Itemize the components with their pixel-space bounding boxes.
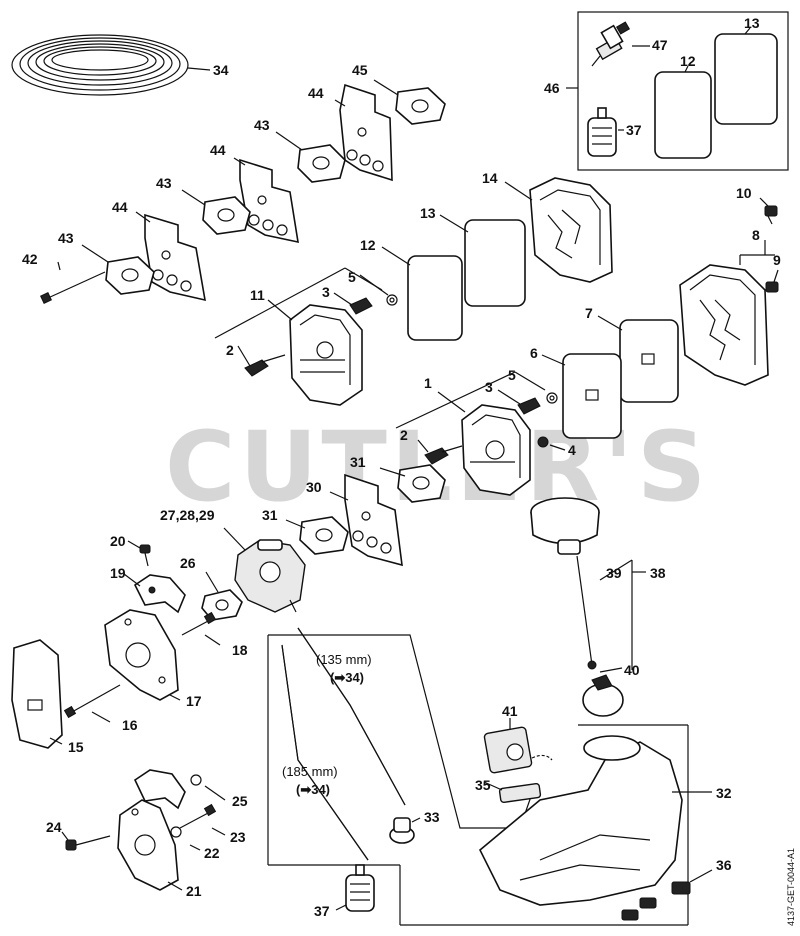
- callout-20: 20: [110, 533, 126, 549]
- hose-lower-ref: (➡34): [296, 782, 330, 797]
- watermark-text: CUTLER'S: [165, 411, 710, 523]
- callout-27-28-29: 27,28,29: [160, 507, 215, 523]
- carburetor-gaskets: [285, 464, 446, 567]
- callout-35: 35: [475, 777, 491, 793]
- callout-23: 23: [230, 829, 246, 845]
- callout-44-mid: 44: [210, 142, 226, 158]
- filter-housing: [504, 177, 613, 283]
- intake-manifold-parts: [11, 540, 221, 749]
- callout-31-top: 31: [350, 454, 366, 470]
- callout-43-low: 43: [58, 230, 74, 246]
- callout-16: 16: [122, 717, 138, 733]
- callout-46: 46: [544, 80, 560, 96]
- fuel-tank: [479, 718, 713, 921]
- air-filter-pad-kit-small: [654, 71, 712, 159]
- fuel-line-coil: [11, 34, 211, 96]
- callout-47: 47: [652, 37, 668, 53]
- callout-2-low: 2: [400, 427, 408, 443]
- callout-24: 24: [46, 819, 62, 835]
- callout-17: 17: [186, 693, 202, 709]
- callout-25: 25: [232, 793, 248, 809]
- service-kit-box: [566, 11, 789, 171]
- callout-22: 22: [204, 845, 220, 861]
- callout-45: 45: [352, 62, 368, 78]
- air-filter-pad-large: [464, 219, 526, 307]
- callout-21: 21: [186, 883, 202, 899]
- callout-37-kit: 37: [626, 122, 642, 138]
- callout-15: 15: [68, 739, 84, 755]
- callout-5-top: 5: [348, 269, 356, 285]
- callout-19: 19: [110, 565, 126, 581]
- carburetor-box-upper: [214, 267, 398, 406]
- callout-13-kit: 13: [744, 15, 760, 31]
- fuel-filter-kit: [587, 107, 617, 157]
- callout-33: 33: [424, 809, 440, 825]
- callout-38: 38: [650, 565, 666, 581]
- air-filter-pad-small: [407, 255, 463, 341]
- callout-32: 32: [716, 785, 732, 801]
- drawing-code: 4137-GET-0044-A1: [786, 848, 796, 926]
- callout-41: 41: [502, 703, 518, 719]
- callout-12-kit: 12: [680, 53, 696, 69]
- callout-39: 39: [606, 565, 622, 581]
- callout-4: 4: [568, 442, 576, 458]
- air-filter-cover: [679, 197, 779, 386]
- callout-3-low: 3: [485, 379, 493, 395]
- callout-9: 9: [773, 252, 781, 268]
- callout-11: 11: [250, 287, 265, 303]
- callout-44-low: 44: [112, 199, 128, 215]
- callout-10: 10: [736, 185, 752, 201]
- callout-1: 1: [424, 375, 432, 391]
- hose-upper-length: (135 mm): [316, 652, 372, 667]
- callout-6: 6: [530, 345, 538, 361]
- fuel-cap-assembly: [530, 497, 646, 717]
- callout-7: 7: [585, 305, 593, 321]
- callout-12-mid: 12: [360, 237, 376, 253]
- callout-14: 14: [482, 170, 498, 186]
- callout-18: 18: [232, 642, 248, 658]
- spark-plug: [591, 21, 631, 67]
- callout-8: 8: [752, 227, 760, 243]
- callout-40: 40: [624, 662, 640, 678]
- callout-2-top: 2: [226, 342, 234, 358]
- callout-30: 30: [306, 479, 322, 495]
- callout-36: 36: [716, 857, 732, 873]
- callout-26: 26: [180, 555, 196, 571]
- callout-42: 42: [22, 251, 38, 267]
- callout-13-mid: 13: [420, 205, 436, 221]
- hose-upper-ref: (➡34): [330, 670, 364, 685]
- callout-3-top: 3: [322, 284, 330, 300]
- air-filter-pad-kit-large: [714, 33, 778, 125]
- intake-gaskets-top: [40, 79, 446, 304]
- callout-37-bottom: 37: [314, 903, 330, 919]
- callout-5-low: 5: [508, 367, 516, 383]
- carburetor: [201, 527, 306, 621]
- callout-31-low: 31: [262, 507, 278, 523]
- callout-43-top: 43: [254, 117, 270, 133]
- callout-34: 34: [213, 62, 229, 78]
- callout-44-top: 44: [308, 85, 324, 101]
- intake-manifold-parts-lower: [61, 769, 226, 891]
- hose-lower-length: (185 mm): [282, 764, 338, 779]
- callout-43-mid: 43: [156, 175, 172, 191]
- carburetor-box-lower: [395, 371, 566, 496]
